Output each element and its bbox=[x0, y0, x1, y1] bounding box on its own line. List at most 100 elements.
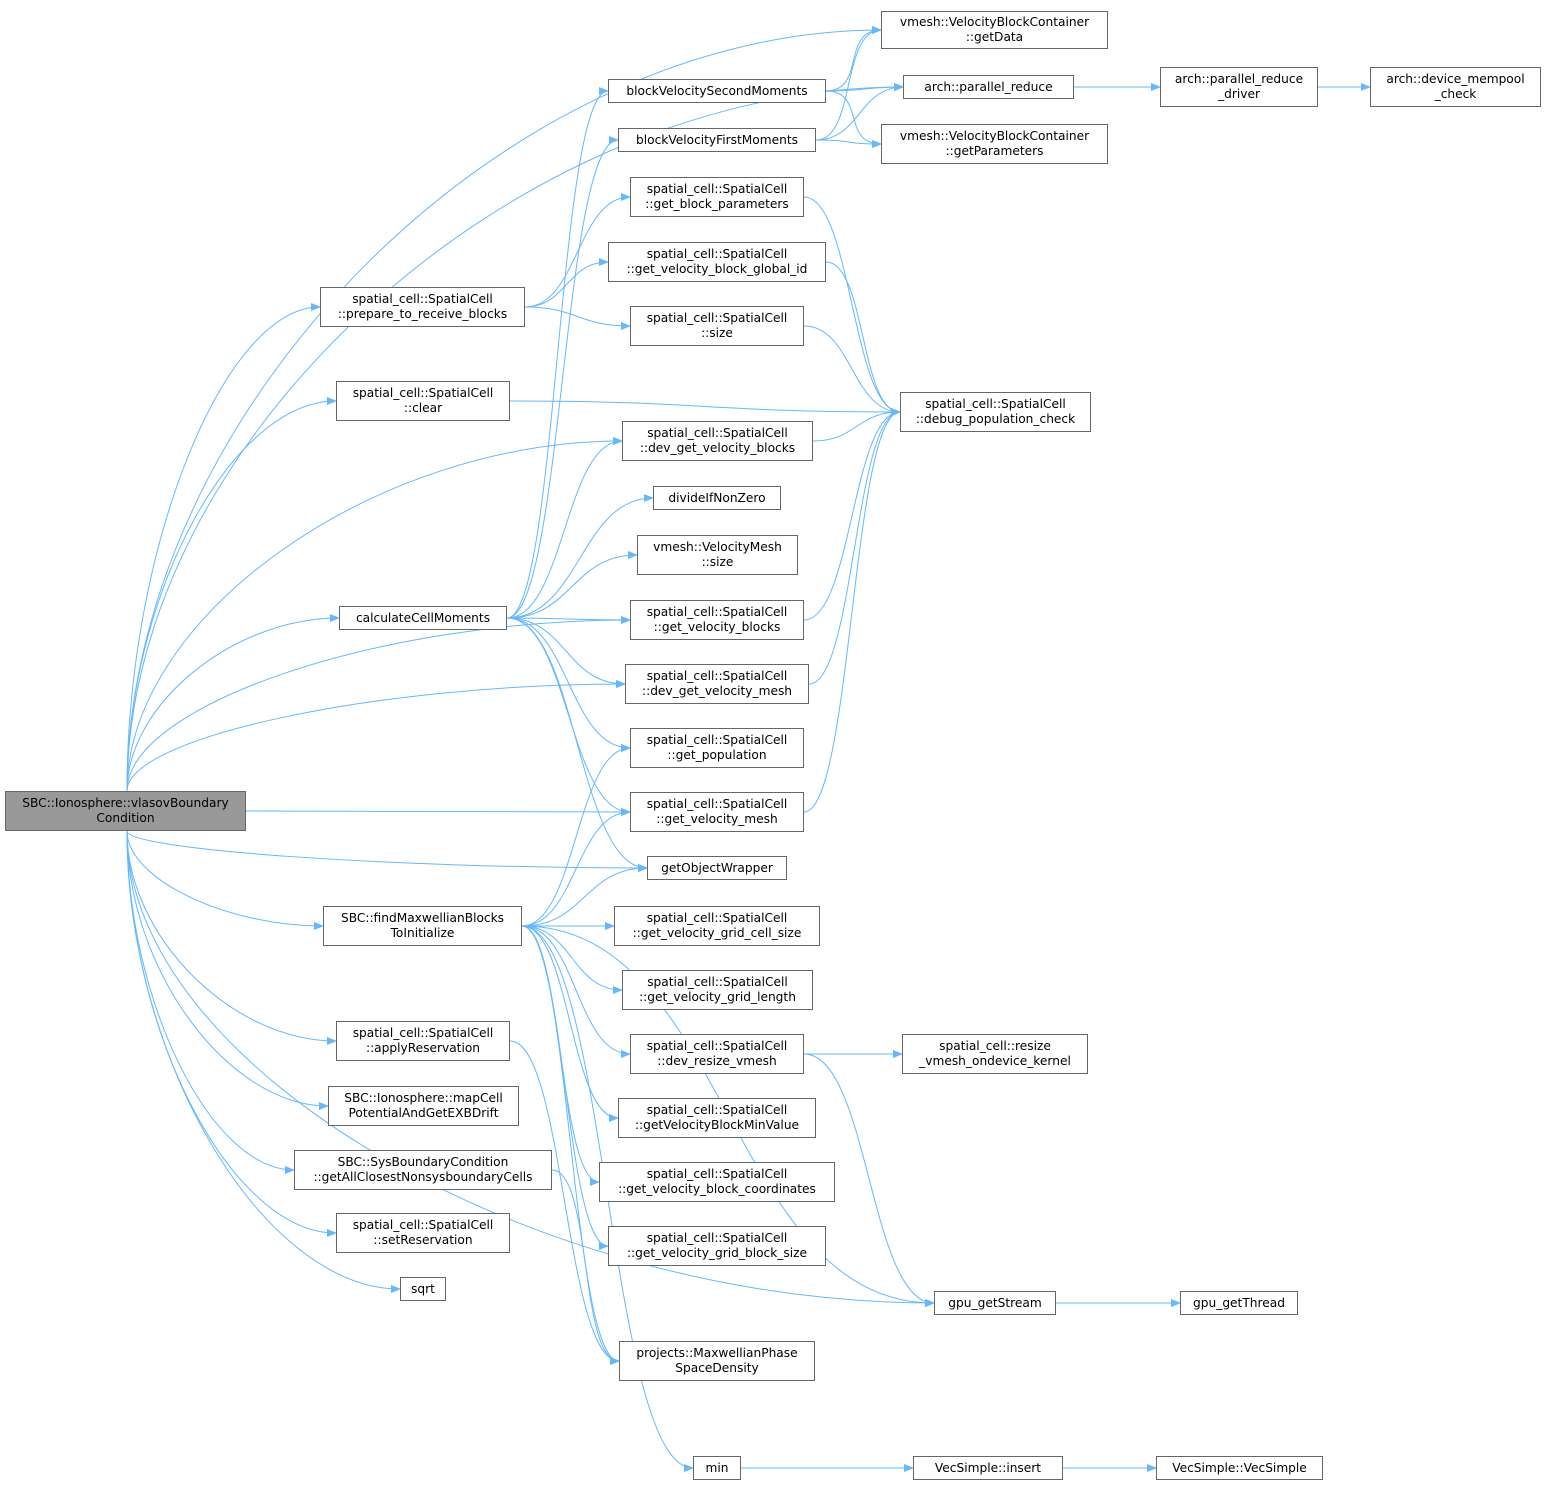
call-edge-root-to-dev_mesh bbox=[126, 680, 626, 792]
node-label: blockVelocityFirstMoments bbox=[636, 132, 798, 147]
call-edge-dev_blocks-to-debug bbox=[812, 408, 901, 442]
call-edge-getAll-to-maxwellian bbox=[551, 1169, 620, 1365]
node-sqrt[interactable]: sqrt bbox=[400, 1277, 446, 1301]
call-edge-get_blocks-to-debug bbox=[803, 408, 901, 621]
call-edge-findmax-to-dev_resize bbox=[521, 925, 631, 1058]
node-label: spatial_cell::SpatialCell ::getVelocityB… bbox=[634, 1103, 800, 1132]
call-edge-calc-to-population bbox=[506, 617, 631, 752]
node-label: blockVelocitySecondMoments bbox=[626, 83, 808, 98]
node-get-velocity-block-global-id[interactable]: spatial_cell::SpatialCell ::get_velocity… bbox=[608, 242, 826, 282]
node-gpu-get-thread[interactable]: gpu_getThread bbox=[1180, 1291, 1298, 1315]
call-edge-calc-to-dev_mesh bbox=[506, 617, 626, 688]
node-maxwellian-phase-space-density[interactable]: projects::MaxwellianPhase SpaceDensity bbox=[619, 1341, 815, 1381]
node-getparameters[interactable]: vmesh::VelocityBlockContainer ::getParam… bbox=[881, 124, 1108, 164]
node-label: spatial_cell::SpatialCell ::get_velocity… bbox=[639, 975, 796, 1004]
node-label: SBC::Ionosphere::vlasovBoundary Conditio… bbox=[22, 796, 229, 825]
node-block-velocity-second-moments[interactable]: blockVelocitySecondMoments bbox=[608, 79, 826, 103]
call-edge-dev_mesh-to-debug bbox=[808, 408, 901, 685]
node-velocitymesh-size[interactable]: vmesh::VelocityMesh ::size bbox=[637, 535, 798, 575]
node-get-all-closest-nonsysboundary-cells[interactable]: SBC::SysBoundaryCondition ::getAllCloses… bbox=[294, 1150, 552, 1190]
node-get-velocity-grid-cell-size[interactable]: spatial_cell::SpatialCell ::get_velocity… bbox=[614, 906, 820, 946]
node-debug-population-check[interactable]: spatial_cell::SpatialCell ::debug_popula… bbox=[900, 392, 1091, 432]
node-set-reservation[interactable]: spatial_cell::SpatialCell ::setReservati… bbox=[336, 1213, 510, 1253]
node-label: vmesh::VelocityMesh ::size bbox=[653, 540, 782, 569]
node-get-block-parameters[interactable]: spatial_cell::SpatialCell ::get_block_pa… bbox=[630, 177, 804, 217]
node-get-population[interactable]: spatial_cell::SpatialCell ::get_populati… bbox=[630, 728, 804, 768]
call-edge-second-to-getData bbox=[825, 26, 882, 92]
call-edge-findmax-to-minvalue bbox=[521, 925, 619, 1122]
node-vlasov-boundary-condition[interactable]: SBC::Ionosphere::vlasovBoundary Conditio… bbox=[5, 791, 246, 831]
node-label: getObjectWrapper bbox=[661, 860, 773, 875]
node-divide-if-non-zero[interactable]: divideIfNonZero bbox=[653, 486, 781, 510]
node-get-velocity-blocks[interactable]: spatial_cell::SpatialCell ::get_velocity… bbox=[630, 600, 804, 640]
node-parallel-reduce-driver[interactable]: arch::parallel_reduce _driver bbox=[1160, 67, 1318, 107]
call-edge-findmax-to-population bbox=[521, 744, 631, 927]
node-block-velocity-first-moments[interactable]: blockVelocityFirstMoments bbox=[618, 128, 816, 152]
call-edge-findmax-to-maxwellian bbox=[521, 925, 620, 1365]
call-edge-root-to-dev_blocks bbox=[126, 437, 623, 792]
call-edge-calc-to-first bbox=[506, 136, 619, 619]
node-label: spatial_cell::SpatialCell ::prepare_to_r… bbox=[337, 292, 508, 321]
node-label: projects::MaxwellianPhase SpaceDensity bbox=[636, 1346, 798, 1375]
call-edge-root-to-get_mesh bbox=[245, 807, 631, 816]
node-gpu-get-stream[interactable]: gpu_getStream bbox=[934, 1291, 1056, 1315]
node-label: SBC::SysBoundaryCondition ::getAllCloses… bbox=[313, 1155, 533, 1184]
node-dev-resize-vmesh[interactable]: spatial_cell::SpatialCell ::dev_resize_v… bbox=[630, 1034, 804, 1074]
node-label: VecSimple::VecSimple bbox=[1172, 1460, 1307, 1475]
call-edge-root-to-getAll bbox=[126, 830, 295, 1174]
node-device-mempool-check[interactable]: arch::device_mempool _check bbox=[1370, 67, 1541, 107]
node-label: spatial_cell::SpatialCell ::get_velocity… bbox=[646, 605, 788, 634]
call-edge-dev_resize-to-gpu_stream bbox=[803, 1053, 935, 1307]
node-parallel-reduce[interactable]: arch::parallel_reduce bbox=[903, 75, 1074, 99]
node-apply-reservation[interactable]: spatial_cell::SpatialCell ::applyReserva… bbox=[336, 1021, 510, 1061]
node-dev-get-velocity-blocks[interactable]: spatial_cell::SpatialCell ::dev_get_velo… bbox=[622, 421, 813, 461]
node-label: spatial_cell::SpatialCell ::debug_popula… bbox=[915, 397, 1076, 426]
node-label: spatial_cell::SpatialCell ::clear bbox=[352, 386, 494, 415]
call-edge-findmax-to-grid_block_size bbox=[521, 925, 609, 1250]
call-edge-calc-to-get_blocks bbox=[506, 615, 631, 624]
call-edge-calc-to-second bbox=[506, 87, 609, 619]
call-edge-root-to-sqrt bbox=[126, 830, 401, 1293]
node-spatialcell-clear[interactable]: spatial_cell::SpatialCell ::clear bbox=[336, 381, 510, 421]
node-label: calculateCellMoments bbox=[355, 610, 491, 625]
node-get-velocity-grid-length[interactable]: spatial_cell::SpatialCell ::get_velocity… bbox=[622, 970, 813, 1010]
node-vecsimple-insert[interactable]: VecSimple::insert bbox=[913, 1456, 1063, 1480]
call-edge-prepare-to-global_id bbox=[524, 258, 609, 308]
node-resize-vmesh-ondevice-kernel[interactable]: spatial_cell::resize _vmesh_ondevice_ker… bbox=[902, 1034, 1088, 1074]
call-edge-calc-to-dev_blocks bbox=[506, 437, 623, 619]
call-edge-first-to-parallel_reduce bbox=[815, 83, 904, 141]
node-label: spatial_cell::SpatialCell ::get_velocity… bbox=[618, 1167, 816, 1196]
node-get-velocity-grid-block-size[interactable]: spatial_cell::SpatialCell ::get_velocity… bbox=[608, 1226, 826, 1266]
call-edge-root-to-calc bbox=[126, 614, 340, 792]
node-spatialcell-size[interactable]: spatial_cell::SpatialCell ::size bbox=[630, 306, 804, 346]
node-label: arch::parallel_reduce _driver bbox=[1174, 72, 1304, 101]
node-label: spatial_cell::SpatialCell ::dev_get_velo… bbox=[639, 426, 796, 455]
call-edge-first-to-getParameters bbox=[815, 139, 882, 148]
node-find-maxwellian-blocks-to-initialize[interactable]: SBC::findMaxwellianBlocks ToInitialize bbox=[323, 906, 522, 946]
node-label: spatial_cell::SpatialCell ::get_velocity… bbox=[646, 797, 788, 826]
node-label: spatial_cell::SpatialCell ::dev_get_velo… bbox=[641, 669, 793, 698]
node-label: min bbox=[705, 1460, 729, 1475]
node-vecsimple-constructor[interactable]: VecSimple::VecSimple bbox=[1156, 1456, 1323, 1480]
node-label: vmesh::VelocityBlockContainer ::getParam… bbox=[899, 129, 1090, 158]
node-min[interactable]: min bbox=[693, 1456, 741, 1480]
node-dev-get-velocity-mesh[interactable]: spatial_cell::SpatialCell ::dev_get_velo… bbox=[625, 664, 809, 704]
call-edge-prepare-to-sc_size bbox=[524, 306, 631, 330]
node-getdata[interactable]: vmesh::VelocityBlockContainer ::getData bbox=[881, 11, 1108, 49]
node-get-velocity-block-min-value[interactable]: spatial_cell::SpatialCell ::getVelocityB… bbox=[618, 1098, 816, 1138]
call-edge-clear-to-debug bbox=[509, 400, 901, 416]
call-edge-get_block_parameters-to-debug bbox=[803, 196, 901, 416]
node-get-object-wrapper[interactable]: getObjectWrapper bbox=[647, 856, 787, 880]
node-get-velocity-block-coordinates[interactable]: spatial_cell::SpatialCell ::get_velocity… bbox=[599, 1162, 835, 1202]
node-prepare-to-receive-blocks[interactable]: spatial_cell::SpatialCell ::prepare_to_r… bbox=[320, 287, 525, 327]
call-edge-calc-to-wrapper bbox=[506, 617, 648, 872]
node-calculate-cell-moments[interactable]: calculateCellMoments bbox=[339, 606, 507, 630]
node-label: spatial_cell::SpatialCell ::get_velocity… bbox=[632, 911, 802, 940]
node-label: spatial_cell::SpatialCell ::get_velocity… bbox=[626, 247, 808, 276]
node-label: spatial_cell::resize _vmesh_ondevice_ker… bbox=[919, 1039, 1071, 1068]
call-edge-root-to-getData bbox=[126, 26, 882, 792]
node-map-cell-potential[interactable]: SBC::Ionosphere::mapCell PotentialAndGet… bbox=[328, 1086, 519, 1126]
node-label: divideIfNonZero bbox=[668, 490, 766, 505]
call-edge-calc-to-divide bbox=[506, 494, 654, 619]
node-get-velocity-mesh[interactable]: spatial_cell::SpatialCell ::get_velocity… bbox=[630, 792, 804, 832]
